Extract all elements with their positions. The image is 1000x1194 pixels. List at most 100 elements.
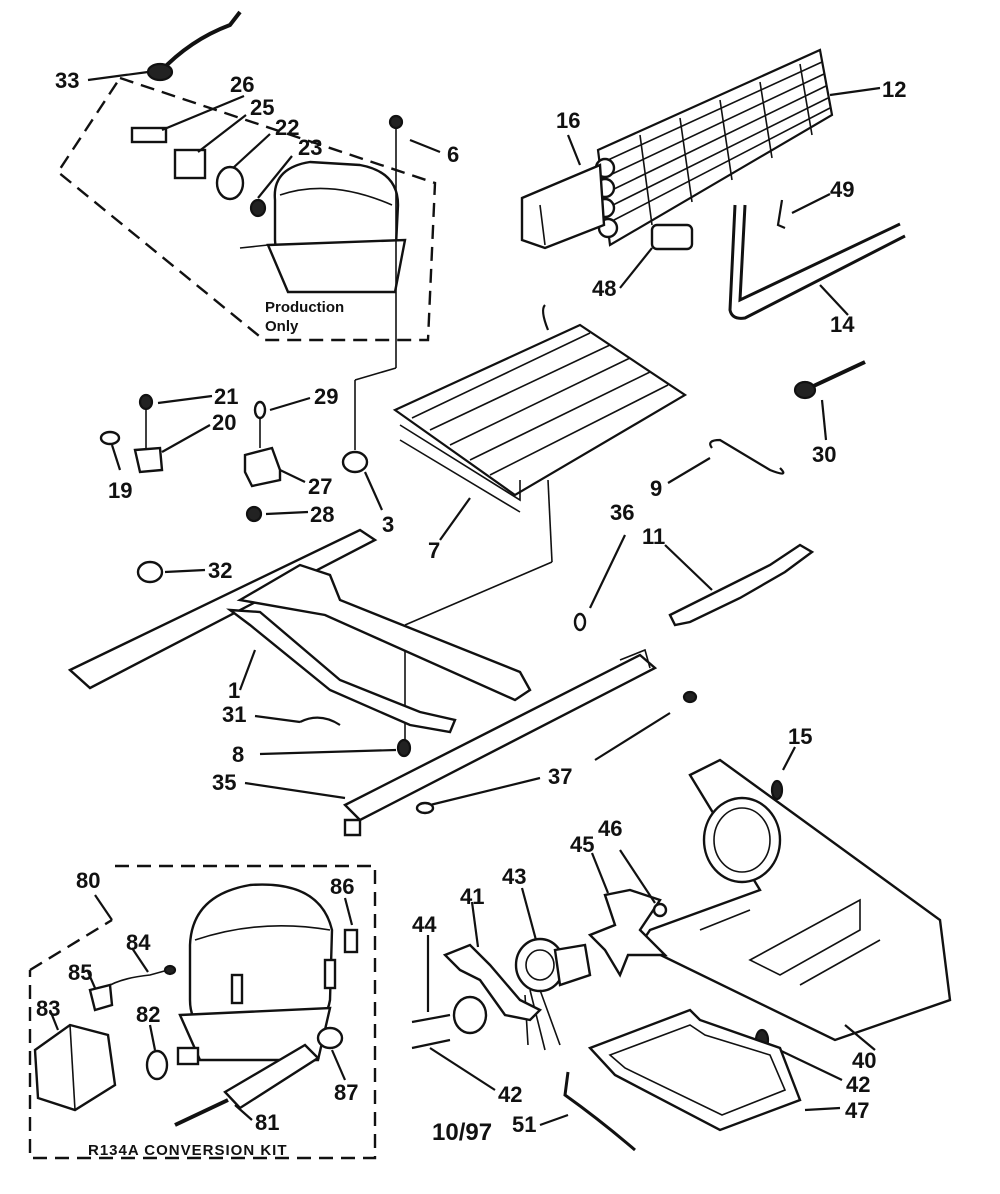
part-47-drain-pan (587, 1008, 841, 1132)
label-11: 11 (642, 524, 665, 549)
part-37 (415, 690, 698, 815)
conversion-kit-group: R134A CONVERSION KIT (28, 864, 377, 1160)
label-30: 30 (812, 442, 836, 467)
label-20: 20 (212, 410, 236, 435)
label-14: 14 (830, 312, 855, 337)
label-80: 80 (76, 868, 100, 893)
part-82-clip (145, 1024, 200, 1081)
part-35-rail (244, 648, 658, 837)
part-43-motor (514, 887, 592, 1051)
part-25 (173, 148, 207, 180)
label-83: 83 (36, 996, 60, 1021)
label-6: 6 (447, 142, 459, 167)
label-81: 81 (255, 1110, 279, 1135)
label-42-left: 42 (498, 1082, 522, 1107)
label-82: 82 (136, 1002, 160, 1027)
part-3-grommet (341, 450, 384, 511)
part-44-screw (411, 935, 451, 1024)
part-23 (249, 198, 267, 218)
label-25: 25 (250, 95, 274, 120)
part-51-tube (539, 1071, 636, 1152)
label-15: 15 (788, 724, 812, 749)
label-29: 29 (314, 384, 338, 409)
label-9: 9 (650, 476, 662, 501)
part-46 (619, 849, 668, 918)
label-37: 37 (548, 764, 572, 789)
label-1: 1 (228, 678, 240, 703)
label-36: 36 (610, 500, 634, 525)
part-84-wire (104, 947, 177, 989)
part-20 (133, 424, 211, 474)
label-84: 84 (126, 930, 151, 955)
label-42-right: 42 (846, 1072, 870, 1097)
part-9-clip (667, 438, 785, 484)
label-23: 23 (298, 135, 322, 160)
part-85-terminal (86, 971, 114, 1012)
part-49 (776, 193, 831, 230)
label-3: 3 (382, 512, 394, 537)
part-40-fan-bracket (638, 758, 952, 1051)
label-7: 7 (428, 538, 440, 563)
part-26 (130, 126, 168, 144)
part-6-screw (354, 114, 441, 450)
part-86-tube (343, 928, 359, 954)
label-86: 86 (330, 874, 354, 899)
label-45: 45 (570, 832, 594, 857)
label-40: 40 (852, 1048, 876, 1073)
part-30-screw (793, 360, 866, 441)
label-26: 26 (230, 72, 254, 97)
part-19 (99, 430, 122, 471)
part-45-fan-blade (587, 852, 668, 978)
label-12: 12 (882, 77, 906, 102)
part-36-screw (573, 534, 626, 632)
label-19: 19 (108, 478, 132, 503)
label-8: 8 (232, 742, 244, 767)
label-21: 21 (214, 384, 238, 409)
conversion-kit-title: R134A CONVERSION KIT (88, 1142, 287, 1159)
label-47: 47 (845, 1098, 869, 1123)
label-51: 51 (512, 1112, 536, 1137)
part-14-tube (728, 204, 906, 320)
part-22 (215, 165, 245, 201)
label-85: 85 (68, 960, 92, 985)
label-31: 31 (222, 702, 246, 727)
part-31-clip (254, 714, 341, 726)
production-note-line1: Production (265, 299, 344, 316)
part-21-screw (138, 393, 213, 448)
label-22: 22 (275, 115, 299, 140)
part-7-evaporator (392, 304, 688, 742)
label-44: 44 (412, 912, 437, 937)
part-8-screw (259, 738, 412, 758)
part-28-nut (245, 505, 309, 523)
label-43: 43 (502, 864, 526, 889)
label-46: 46 (598, 816, 622, 841)
part-87-grommet (316, 1026, 347, 1081)
part-41-bracket (442, 901, 543, 1022)
part-11-drier (664, 543, 815, 627)
production-note-line2: Only (265, 318, 299, 335)
part-48 (619, 223, 694, 289)
part-27-relay (243, 446, 306, 488)
label-16: 16 (556, 108, 580, 133)
label-32: 32 (208, 558, 232, 583)
part-32-clip (136, 560, 206, 584)
label-28: 28 (310, 502, 334, 527)
part-86-compressor (178, 883, 359, 1062)
label-49: 49 (830, 177, 854, 202)
date-code: 10/97 (432, 1119, 492, 1146)
compressor-production (239, 160, 407, 294)
label-48: 48 (592, 276, 616, 301)
part-29-screw (253, 396, 311, 448)
part-1-base-frame (67, 528, 532, 734)
part-12-condenser (594, 48, 881, 247)
label-27: 27 (308, 474, 332, 499)
production-only-group: Production Only (56, 76, 437, 342)
part-83-cover (33, 1009, 117, 1112)
label-35: 35 (212, 770, 236, 795)
label-33: 33 (55, 68, 79, 93)
part-15-screw (770, 746, 796, 801)
callout-labels: 33 26 25 22 23 6 16 12 49 48 14 21 29 20… (36, 68, 906, 1146)
label-87: 87 (334, 1080, 358, 1105)
part-81-drier (174, 1043, 320, 1127)
